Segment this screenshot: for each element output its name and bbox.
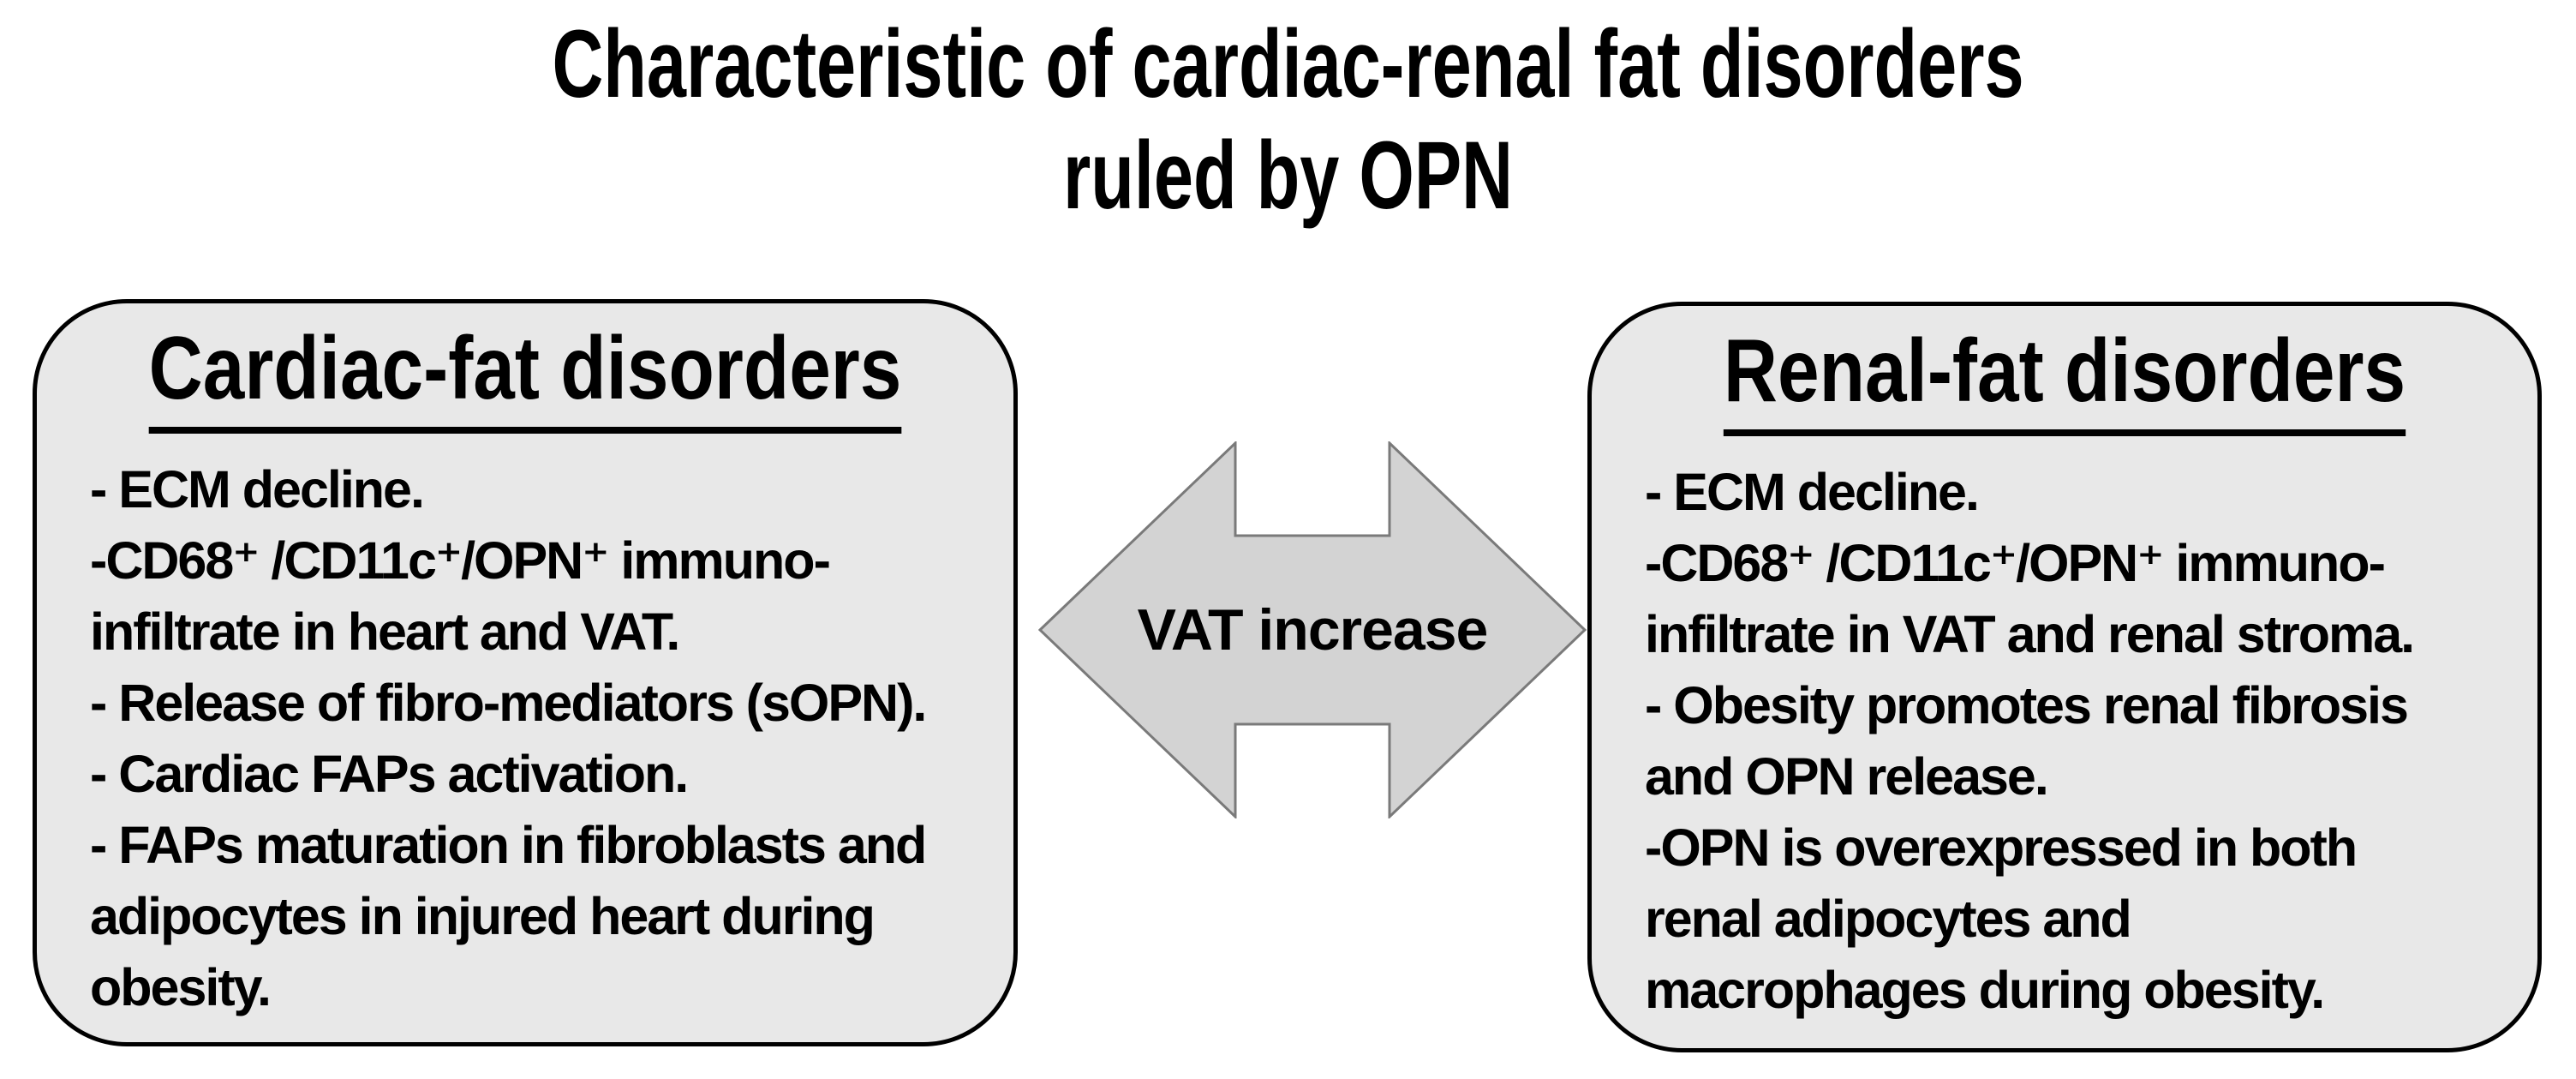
cardiac-box-bullets: - ECM decline. -CD68⁺ /CD11c⁺/OPN⁺ immun… [90,460,927,1016]
renal-fat-disorders-box: Renal-fat disorders - ECM decline. -CD68… [1587,302,2542,1052]
figure-title-line1: Characteristic of cardiac-renal fat diso… [552,10,2024,117]
figure-title-line2: ruled by OPN [1062,122,1514,229]
vat-increase-arrow: VAT increase [1038,441,1587,818]
double-headed-arrow-shape [1038,441,1587,818]
vat-increase-label: VAT increase [1137,597,1489,662]
double-headed-arrow-icon [1038,441,1587,818]
renal-box-heading: Renal-fat disorders [1667,321,2461,437]
cardiac-box-heading-text: Cardiac-fat disorders [148,319,902,435]
renal-box-bullets: - ECM decline. -CD68⁺ /CD11c⁺/OPN⁺ immun… [1645,463,2415,1019]
figure-title: Characteristic of cardiac-renal fat diso… [335,9,2241,231]
cardiac-fat-disorders-box: Cardiac-fat disorders - ECM decline. -CD… [33,299,1018,1046]
cardiac-box-heading: Cardiac-fat disorders [115,319,935,435]
renal-box-heading-text: Renal-fat disorders [1723,321,2406,437]
